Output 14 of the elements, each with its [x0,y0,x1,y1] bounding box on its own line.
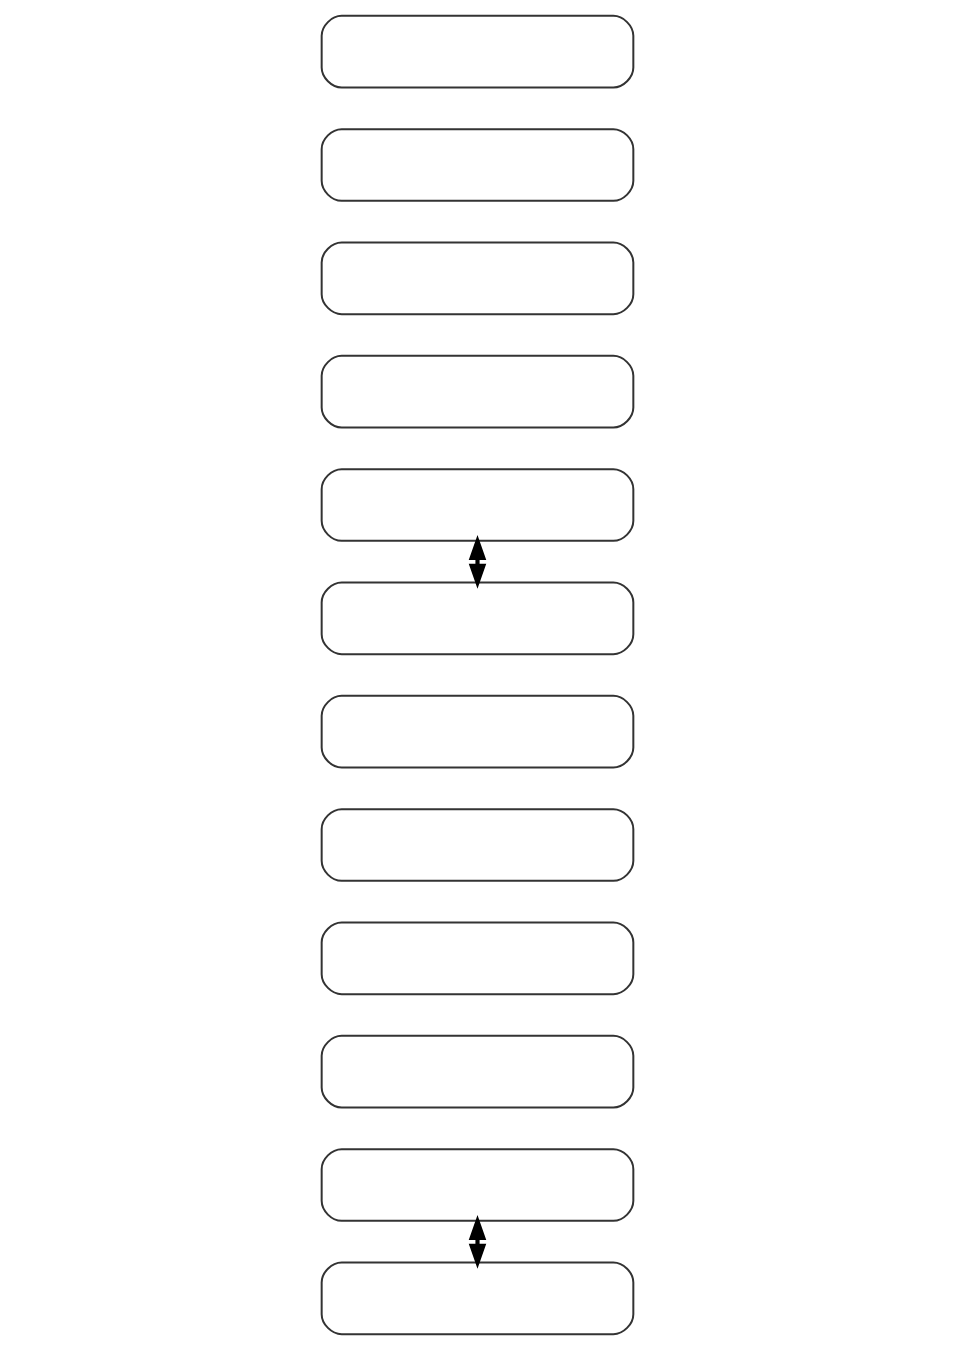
node-box [320,128,634,202]
arrow [468,1215,486,1269]
node-box [320,14,634,89]
node-box [320,921,634,996]
node-box [320,808,634,882]
node-box [320,468,634,542]
node-box [320,1034,634,1109]
node-box [320,354,634,429]
node-box [320,1261,634,1336]
node-box [320,694,634,769]
node-box [320,581,634,656]
arrow [468,535,486,589]
node-box [320,241,634,316]
node-box [320,1148,634,1222]
